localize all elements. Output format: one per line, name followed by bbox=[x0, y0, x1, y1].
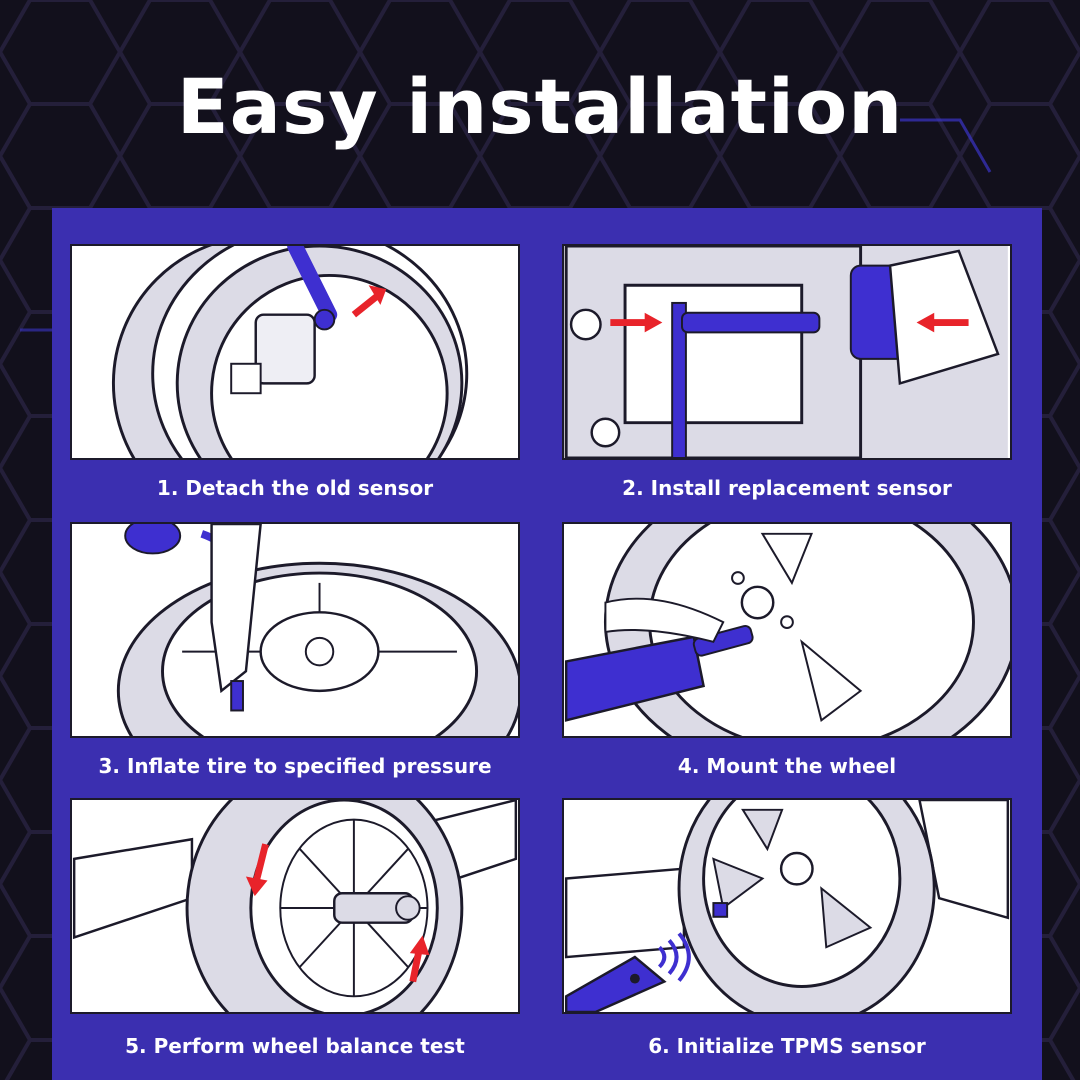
tire-inflation-illustration bbox=[116, 524, 518, 736]
step-5-caption: 5. Perform wheel balance test bbox=[125, 1034, 465, 1058]
step-6-illustration bbox=[562, 798, 1012, 1014]
step-4-illustration bbox=[562, 522, 1012, 738]
step-2-illustration bbox=[562, 244, 1012, 460]
step-6-caption: 6. Initialize TPMS sensor bbox=[648, 1034, 926, 1058]
page-title: Easy installation bbox=[176, 62, 904, 151]
step-5-illustration bbox=[70, 798, 520, 1014]
sensor-install-illustration bbox=[564, 246, 1008, 458]
step-2-caption: 2. Install replacement sensor bbox=[622, 476, 952, 500]
step-4-caption: 4. Mount the wheel bbox=[677, 754, 897, 778]
wheel-mount-illustration bbox=[564, 524, 1010, 736]
wheel-balance-illustration bbox=[72, 800, 518, 1012]
step-3-illustration bbox=[70, 522, 520, 738]
step-1-caption: 1. Detach the old sensor bbox=[156, 476, 434, 500]
tpms-initialize-illustration bbox=[564, 800, 1010, 1012]
tire-removal-illustration bbox=[111, 246, 469, 458]
step-1-illustration bbox=[70, 244, 520, 460]
step-3-caption: 3. Inflate tire to specified pressure bbox=[98, 754, 492, 778]
